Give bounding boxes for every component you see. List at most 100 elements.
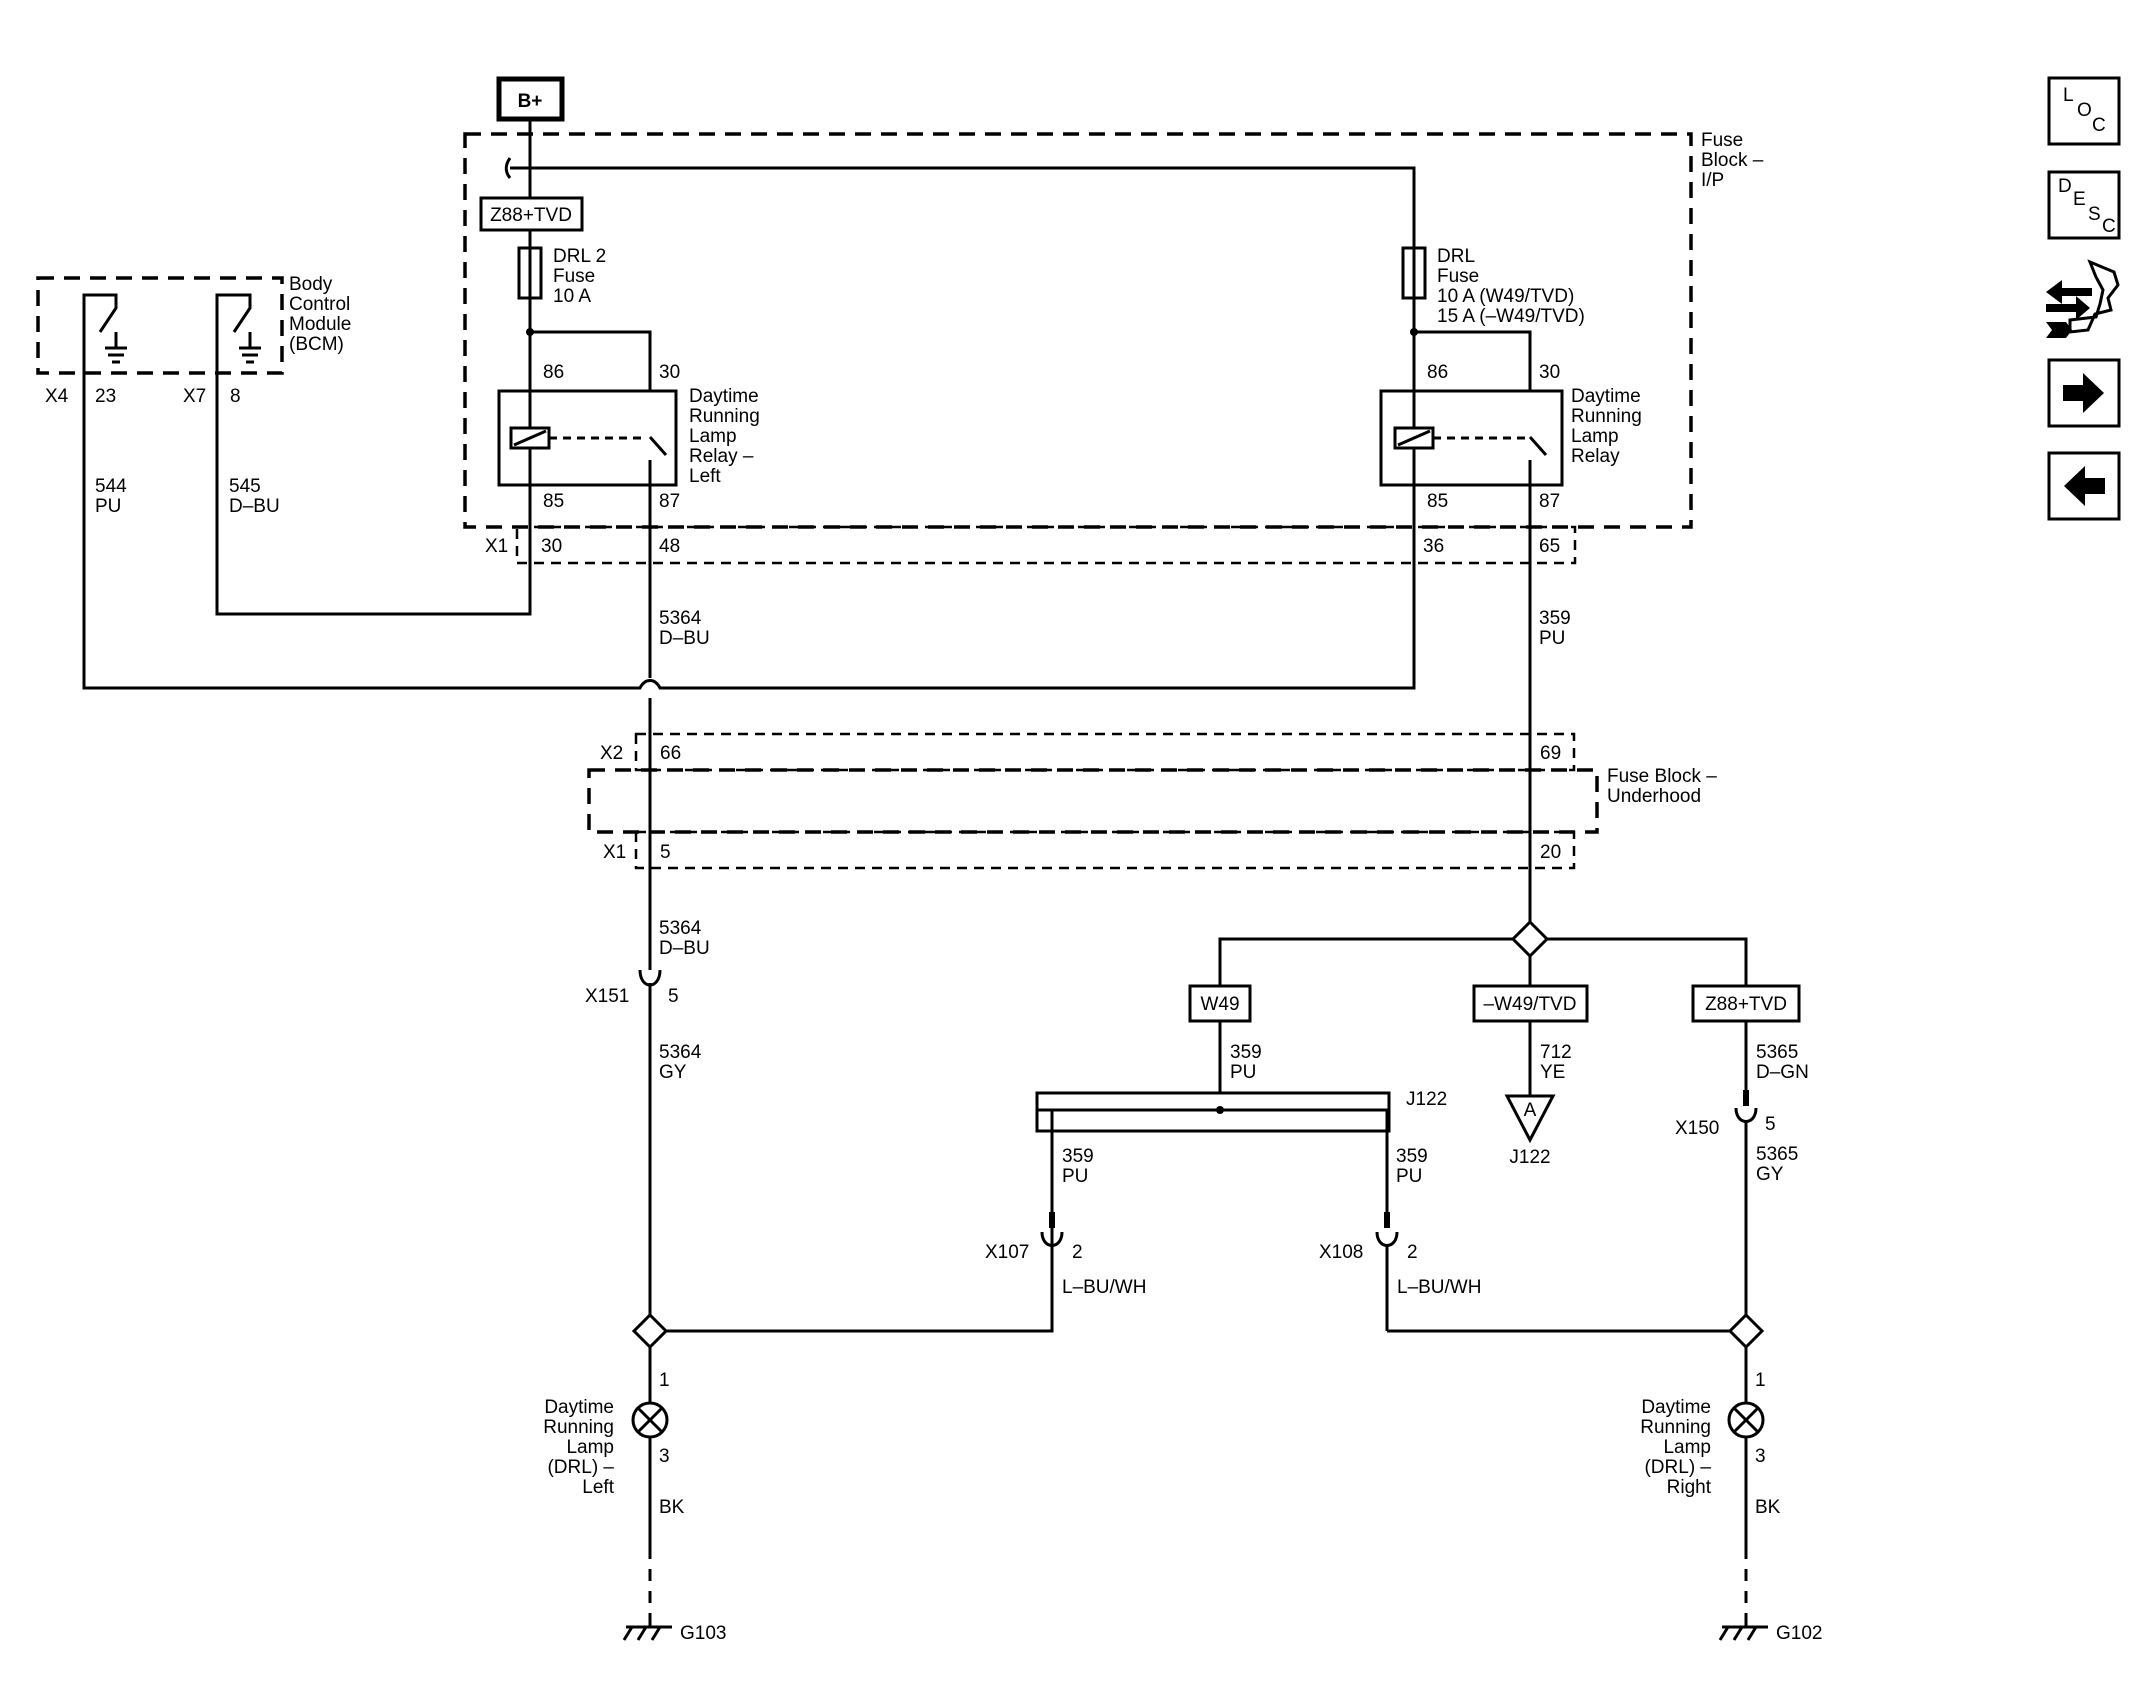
wire-label: 359 — [1230, 1042, 1262, 1063]
option-label: Z88+TVD — [490, 205, 572, 226]
pin-label: 85 — [1427, 491, 1448, 512]
lamp-left-label: Left — [582, 1477, 614, 1498]
connector-x108: X108 2 L–BU/WH — [1319, 1212, 1481, 1331]
connector-x107: X107 2 L–BU/WH — [985, 1212, 1146, 1331]
arrow-left-icon — [2064, 466, 2105, 506]
connector-x2: X2 66 69 — [600, 732, 1576, 772]
wire-label: L–BU/WH — [1062, 1277, 1146, 1298]
pin-label: 2 — [1072, 1242, 1083, 1263]
splice-359 — [1510, 919, 1550, 959]
arrow-right-icon — [2063, 373, 2104, 413]
connector-x151: X151 5 — [585, 969, 679, 1330]
wire-label: PU — [1396, 1166, 1422, 1187]
relay-right-label: Running — [1571, 406, 1642, 427]
lamp-right-label: Daytime — [1641, 1397, 1711, 1418]
relay-right-label: Daytime — [1571, 386, 1641, 407]
wire-label: PU — [1230, 1062, 1256, 1083]
option-box-w49: W49 — [1188, 984, 1252, 1023]
drl-fuse-label: 15 A (–W49/TVD) — [1437, 306, 1585, 327]
option-box-z88-tvd-top: Z88+TVD — [479, 196, 584, 232]
pin-label: 30 — [1539, 362, 1560, 383]
lamp-right-label: Lamp — [1663, 1437, 1711, 1458]
wire-label: 712 — [1540, 1042, 1572, 1063]
connector-x1-ip: X1 30 48 36 65 — [485, 525, 1577, 565]
bcm-label: Module — [289, 314, 351, 335]
wire-label: D–BU — [659, 628, 710, 649]
lamp-left-label: Lamp — [566, 1437, 614, 1458]
connector-label: X151 — [585, 986, 629, 1007]
relay-left-label: Lamp — [689, 426, 737, 447]
loc-letter: C — [2092, 115, 2106, 136]
connector-icon[interactable] — [2046, 259, 2120, 338]
pin-label: 1 — [1755, 1370, 1766, 1391]
desc-button[interactable]: D E S C — [2047, 170, 2121, 240]
wire-544 — [82, 373, 1416, 690]
body-control-module: Body Control Module (BCM) X4 23 X7 8 — [36, 274, 351, 407]
fuse-block-underhood: Fuse Block – Underhood — [587, 766, 1717, 834]
ground-g102: G102 — [1718, 1618, 1822, 1644]
wire-label: YE — [1540, 1062, 1565, 1083]
pin-label: 36 — [1423, 536, 1444, 557]
drl-fuse-label: 10 A (W49/TVD) — [1437, 286, 1574, 307]
wire-label: 5364 — [659, 918, 702, 939]
wire-label: D–BU — [659, 938, 710, 959]
fuse-block-ip: Fuse Block – I/P — [463, 130, 1764, 529]
wire-label: 359 — [1396, 1146, 1428, 1167]
desc-letter: C — [2102, 216, 2116, 237]
relay-left: 86 30 85 87 Daytime Running Lamp Relay –… — [497, 362, 760, 512]
relay-right: 86 30 85 87 Daytime Running Lamp Relay — [1379, 362, 1642, 512]
wire-label: GY — [659, 1062, 687, 1083]
option-label: W49 — [1200, 994, 1239, 1015]
pin-label: 69 — [1540, 743, 1561, 764]
connector-label: X1 — [485, 536, 508, 557]
pin-label: 48 — [659, 536, 680, 557]
wire-label: 359 — [1062, 1146, 1094, 1167]
pin-label: 3 — [659, 1446, 670, 1467]
relay-left-label: Relay – — [689, 446, 754, 467]
relay-right-label: Lamp — [1571, 426, 1619, 447]
wire-label: PU — [1062, 1166, 1088, 1187]
loc-letter: O — [2077, 100, 2092, 121]
pin-label: 30 — [541, 536, 562, 557]
connector-label: X4 — [45, 386, 69, 407]
wire-label: PU — [95, 496, 121, 517]
lamp-right-label: Right — [1667, 1477, 1712, 1498]
pin-label: 20 — [1540, 842, 1561, 863]
wire-label: PU — [1539, 628, 1565, 649]
drl-fuse-label: Fuse — [1437, 266, 1479, 287]
wire-label: 5365 — [1756, 1144, 1798, 1165]
offpage-ref: A — [1524, 1100, 1537, 1121]
lamp-right: Daytime Running Lamp (DRL) – Right — [1640, 1397, 1765, 1498]
lamp-right-label: Running — [1640, 1417, 1711, 1438]
relay-right-label: Relay — [1571, 446, 1620, 467]
option-box-z88-tvd-bottom: Z88+TVD — [1691, 984, 1801, 1023]
offpage-label: J122 — [1509, 1147, 1550, 1168]
drl2-fuse-label: 10 A — [553, 286, 591, 307]
pin-label: 5 — [1765, 1114, 1776, 1135]
loc-button[interactable]: L O C — [2047, 76, 2121, 146]
battery-label: B+ — [518, 91, 543, 112]
connector-label: J122 — [1406, 1089, 1447, 1110]
relay-left-label: Left — [689, 466, 721, 487]
desc-letter: D — [2058, 176, 2072, 197]
desc-letter: E — [2073, 189, 2086, 210]
desc-letter: S — [2088, 204, 2101, 225]
wire-label: L–BU/WH — [1397, 1277, 1481, 1298]
fuse-block-uh-label: Underhood — [1607, 786, 1701, 807]
pin-label: 66 — [660, 743, 681, 764]
bcm-label: (BCM) — [289, 334, 344, 355]
lamp-left-label: (DRL) – — [547, 1457, 614, 1478]
wire-label: 5365 — [1756, 1042, 1798, 1063]
wire-label: GY — [1756, 1164, 1784, 1185]
relay-left-label: Daytime — [689, 386, 759, 407]
wire-label: BK — [1755, 1497, 1781, 1518]
fuse-block-ip-label: Block – — [1701, 150, 1764, 171]
connector-label: X107 — [985, 1242, 1029, 1263]
offpage-connector-a: A J122 — [1504, 1094, 1556, 1168]
lamp-right-label: (DRL) – — [1644, 1457, 1711, 1478]
lamp-left: Daytime Running Lamp (DRL) – Left — [543, 1397, 669, 1498]
wire-label: 545 — [229, 476, 261, 497]
previous-button[interactable] — [2047, 451, 2121, 521]
next-button[interactable] — [2047, 358, 2121, 428]
